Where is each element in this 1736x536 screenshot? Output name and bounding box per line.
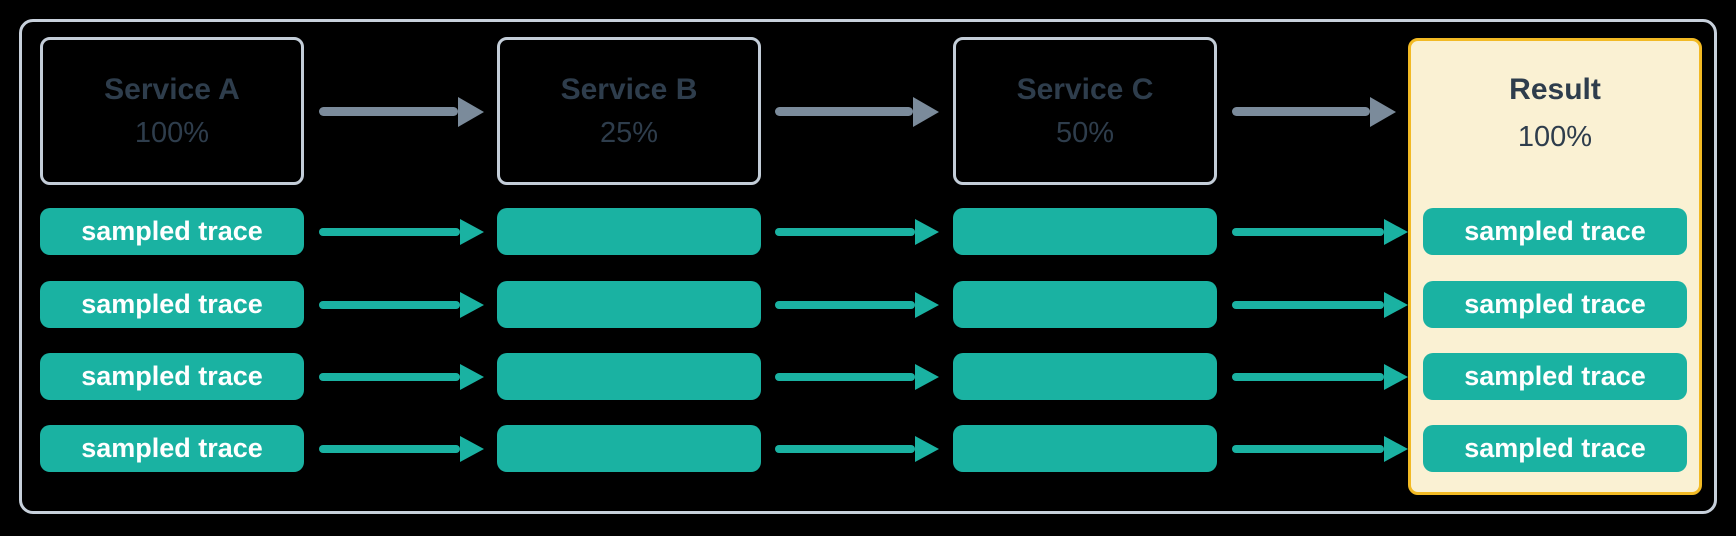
trace-arrow-a-to-b-row1-icon — [319, 227, 460, 236]
service-arrow-a-to-b-icon — [319, 107, 458, 116]
service-b-name: Service B — [560, 72, 698, 106]
trace-arrow-a-to-b-row2-icon — [319, 300, 460, 309]
trace-arrow-b-to-c-row2-icon — [775, 300, 915, 309]
trace-bar-a-row1: sampled trace — [40, 208, 304, 255]
trace-bar-result-row2: sampled trace — [1423, 281, 1687, 328]
diagram-frame — [19, 19, 1717, 514]
trace-bar-b-row3 — [497, 353, 761, 400]
trace-arrow-c-to-result-row3-icon — [1232, 372, 1384, 381]
service-c-box: Service C 50% — [953, 37, 1217, 185]
trace-bar-a-row2: sampled trace — [40, 281, 304, 328]
trace-bar-c-row4 — [953, 425, 1217, 472]
service-b-rate: 25% — [599, 116, 659, 149]
trace-bar-b-row1 — [497, 208, 761, 255]
trace-arrow-a-to-b-row3-icon — [319, 372, 460, 381]
trace-bar-a-row3: sampled trace — [40, 353, 304, 400]
trace-bar-b-row4 — [497, 425, 761, 472]
trace-bar-c-row2 — [953, 281, 1217, 328]
service-arrow-b-to-c-icon — [775, 107, 913, 116]
trace-bar-a-row4: sampled trace — [40, 425, 304, 472]
trace-bar-result-row1: sampled trace — [1423, 208, 1687, 255]
trace-bar-b-row2 — [497, 281, 761, 328]
service-b-box: Service B 25% — [497, 37, 761, 185]
trace-bar-c-row1 — [953, 208, 1217, 255]
service-a-rate: 100% — [134, 116, 210, 149]
trace-arrow-c-to-result-row4-icon — [1232, 444, 1384, 453]
trace-bar-result-row4: sampled trace — [1423, 425, 1687, 472]
result-header: Result 100% — [1411, 75, 1699, 152]
service-a-name: Service A — [104, 72, 240, 106]
result-box: Result 100% — [1408, 38, 1702, 495]
service-c-name: Service C — [1016, 72, 1154, 106]
trace-arrow-c-to-result-row1-icon — [1232, 227, 1384, 236]
trace-arrow-c-to-result-row2-icon — [1232, 300, 1384, 309]
trace-arrow-b-to-c-row1-icon — [775, 227, 915, 236]
trace-bar-result-row3: sampled trace — [1423, 353, 1687, 400]
trace-bar-c-row3 — [953, 353, 1217, 400]
trace-arrow-a-to-b-row4-icon — [319, 444, 460, 453]
result-title: Result — [1509, 73, 1601, 106]
trace-arrow-b-to-c-row4-icon — [775, 444, 915, 453]
result-rate: 100% — [1517, 121, 1593, 153]
service-c-rate: 50% — [1055, 116, 1115, 149]
service-a-box: Service A 100% — [40, 37, 304, 185]
service-arrow-c-to-result-icon — [1232, 107, 1370, 116]
trace-arrow-b-to-c-row3-icon — [775, 372, 915, 381]
